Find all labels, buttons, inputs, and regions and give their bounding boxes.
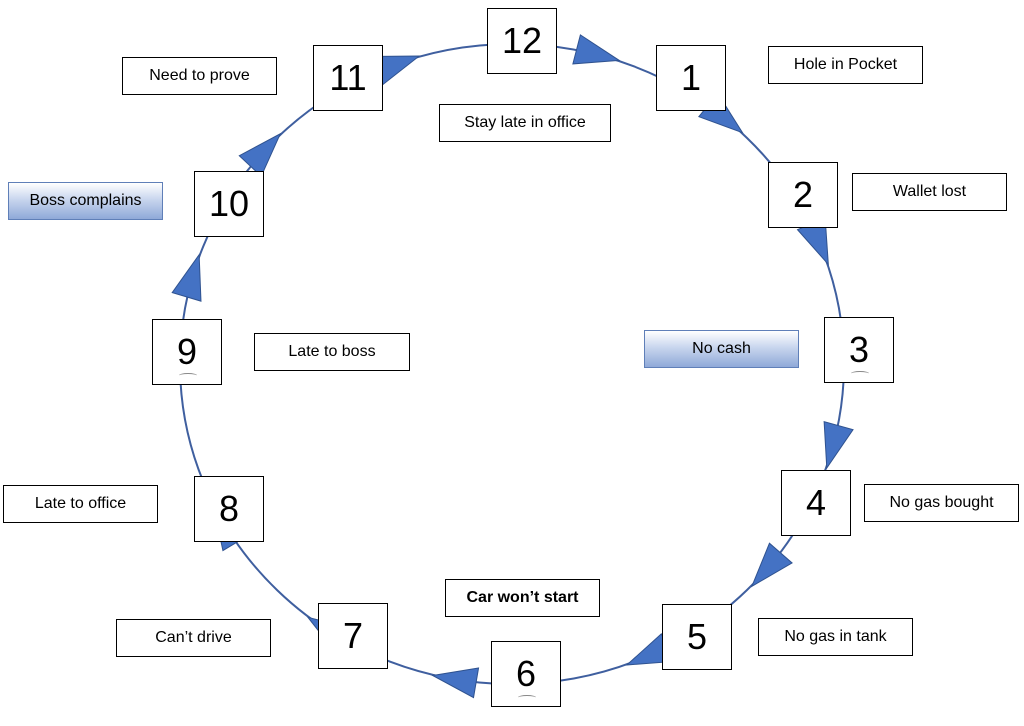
cycle-arrowhead-1	[572, 34, 621, 65]
step-number-5: 5	[662, 604, 732, 670]
step-label-5: No gas in tank	[758, 618, 913, 656]
step-number-3: 3	[824, 317, 894, 383]
step-label-12: Stay late in office	[439, 104, 611, 142]
step-number-6: 6	[491, 641, 561, 707]
cycle-arrowhead-11	[238, 132, 282, 178]
step-number-9: 9	[152, 319, 222, 385]
step-number-12: 12	[487, 8, 557, 74]
cycle-arrowhead-10	[171, 253, 202, 302]
step-label-11: Need to prove	[122, 57, 277, 95]
step-number-7: 7	[318, 603, 388, 669]
step-label-6: Car won’t start	[445, 579, 600, 617]
step-number-8: 8	[194, 476, 264, 542]
cycle-arrowhead-4	[823, 420, 854, 470]
step-label-1: Hole in Pocket	[768, 46, 923, 84]
step-label-3: No cash	[644, 330, 799, 368]
step-label-8: Late to office	[3, 485, 158, 523]
cycle-arrowhead-7	[431, 667, 480, 699]
step-label-2: Wallet lost	[852, 173, 1007, 211]
step-number-11: 11	[313, 45, 383, 111]
step-label-10: Boss complains	[8, 182, 163, 220]
step-label-9: Late to boss	[254, 333, 410, 371]
step-number-1: 1	[656, 45, 726, 111]
step-label-4: No gas bought	[864, 484, 1019, 522]
cycle-arrowhead-5	[750, 542, 793, 588]
step-number-10: 10	[194, 171, 264, 237]
step-label-7: Can’t drive	[116, 619, 271, 657]
step-number-2: 2	[768, 162, 838, 228]
step-number-4: 4	[781, 470, 851, 536]
